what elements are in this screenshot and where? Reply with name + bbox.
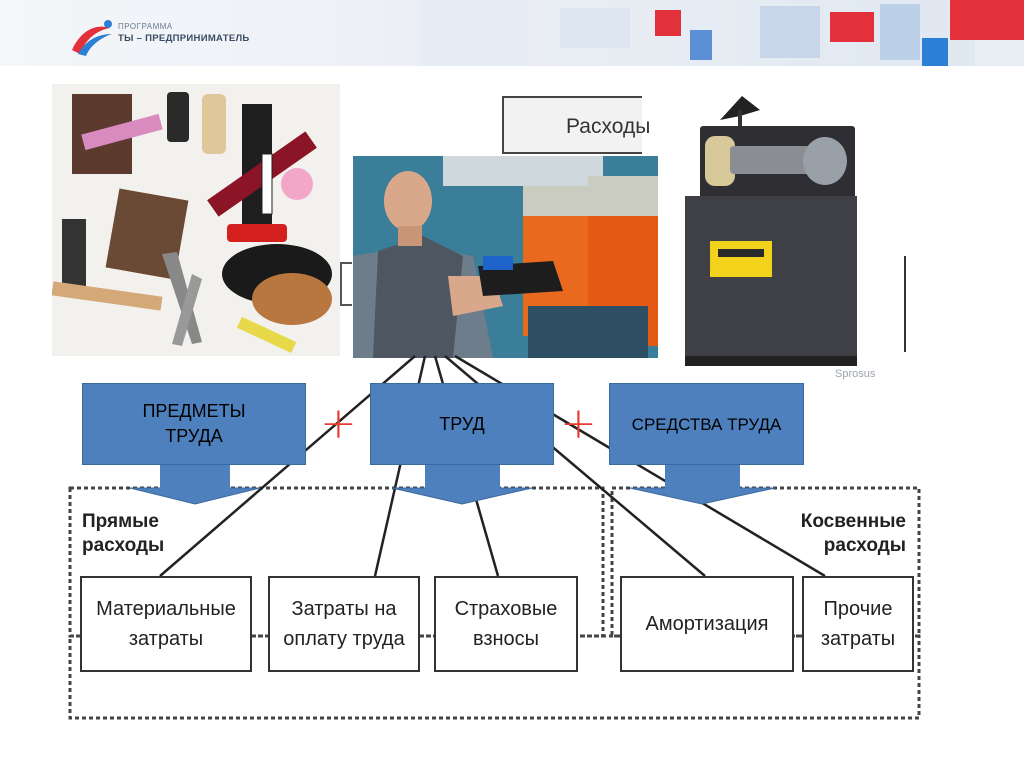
- worker-photo: [353, 156, 658, 358]
- indirect-expenses-frame: [610, 486, 921, 638]
- partial-frame-line: [904, 256, 910, 352]
- resource-box-objects: ПРЕДМЕТЫ ТРУДА: [82, 383, 306, 465]
- program-label: ПРОГРАММА: [118, 22, 173, 31]
- plus-operator-2: +: [560, 398, 597, 449]
- arrow-labor: [391, 487, 533, 505]
- header-decoration: [420, 0, 1024, 66]
- outer-frame: [68, 634, 921, 720]
- cost-label-insurance: Страховые взносы: [454, 598, 558, 650]
- arrow-means: [629, 487, 776, 505]
- cost-label-wages: Затраты на оплату труда: [283, 598, 405, 650]
- resource-label-means: СРЕДСТВА ТРУДА: [631, 414, 782, 434]
- header-banner: ПРОГРАММА ТЫ – ПРЕДПРИНИМАТЕЛЬ: [0, 0, 1024, 66]
- expenses-label: Расходы: [502, 96, 650, 154]
- direct-expenses-label: Прямые расходы: [82, 511, 165, 556]
- cost-box-wages: Затраты на оплату труда: [268, 576, 420, 672]
- program-logo-icon: [72, 20, 112, 56]
- materials-photo: [52, 84, 340, 356]
- cost-box-depreciation: Амортизация: [620, 576, 794, 672]
- arrow-objects: [129, 487, 261, 505]
- resource-label-objects: ПРЕДМЕТЫ ТРУДА: [142, 401, 246, 446]
- cost-box-other: Прочие затраты: [802, 576, 914, 672]
- cost-box-material: Материальные затраты: [80, 576, 252, 672]
- cost-label-material: Материальные затраты: [96, 598, 236, 650]
- cost-label-other: Прочие затраты: [820, 598, 896, 650]
- cost-box-insurance: Страховые взносы: [434, 576, 578, 672]
- partial-frame-tick: [340, 262, 352, 306]
- cost-label-depreciation: Амортизация: [645, 613, 769, 635]
- plus-operator-1: +: [320, 398, 357, 449]
- resource-box-means: СРЕДСТВА ТРУДА: [609, 383, 804, 465]
- program-name: ТЫ – ПРЕДПРИНИМАТЕЛЬ: [118, 33, 250, 44]
- resource-label-labor: ТРУД: [439, 413, 485, 434]
- resource-box-labor: ТРУД: [370, 383, 554, 465]
- indirect-expenses-label: Косвенные расходы: [800, 511, 906, 556]
- machine-photo: [680, 86, 860, 374]
- image-watermark: Sprosus: [835, 368, 876, 380]
